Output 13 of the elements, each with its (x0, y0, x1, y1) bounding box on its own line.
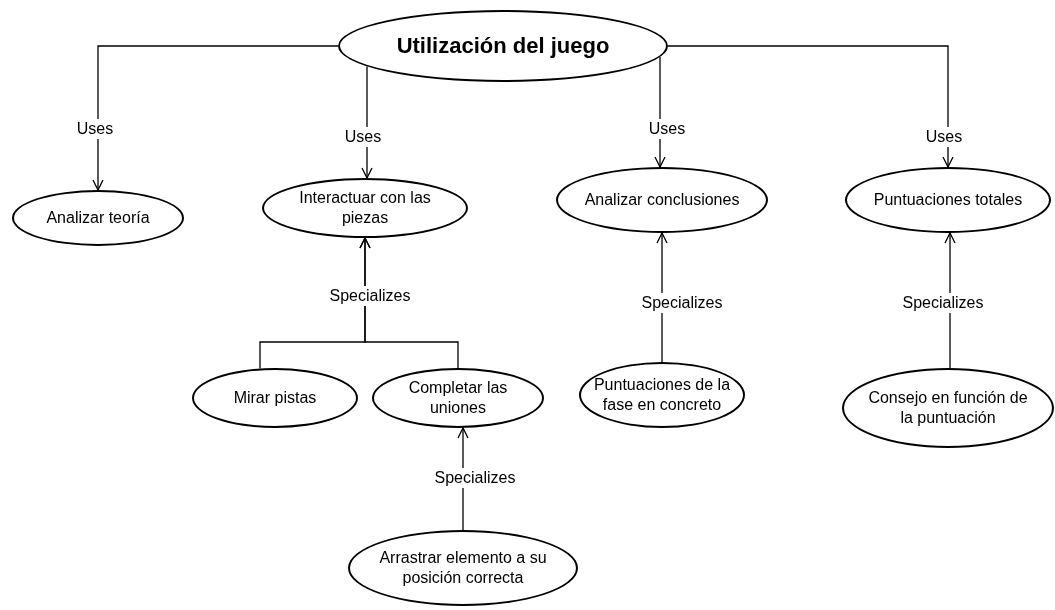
node-text: Mirar pistas (232, 388, 318, 408)
node-text: Analizar conclusiones (583, 190, 741, 210)
node-text: Interactuar con las piezas (298, 188, 432, 228)
node-text: Arrastrar elemento a su posición correcta (378, 548, 548, 588)
arrow (359, 237, 459, 369)
node-text: Puntuaciones totales (872, 190, 1024, 210)
node-text: Consejo en función de la puntuación (868, 388, 1028, 428)
node-text: Puntuaciones de la fase en concreto (592, 375, 732, 415)
node-text: Completar las uniones (407, 378, 509, 418)
title-text: Utilización del juego (395, 32, 611, 60)
arrow (667, 45, 954, 168)
arrow (92, 45, 339, 191)
node-text: Analizar teoría (45, 208, 151, 228)
